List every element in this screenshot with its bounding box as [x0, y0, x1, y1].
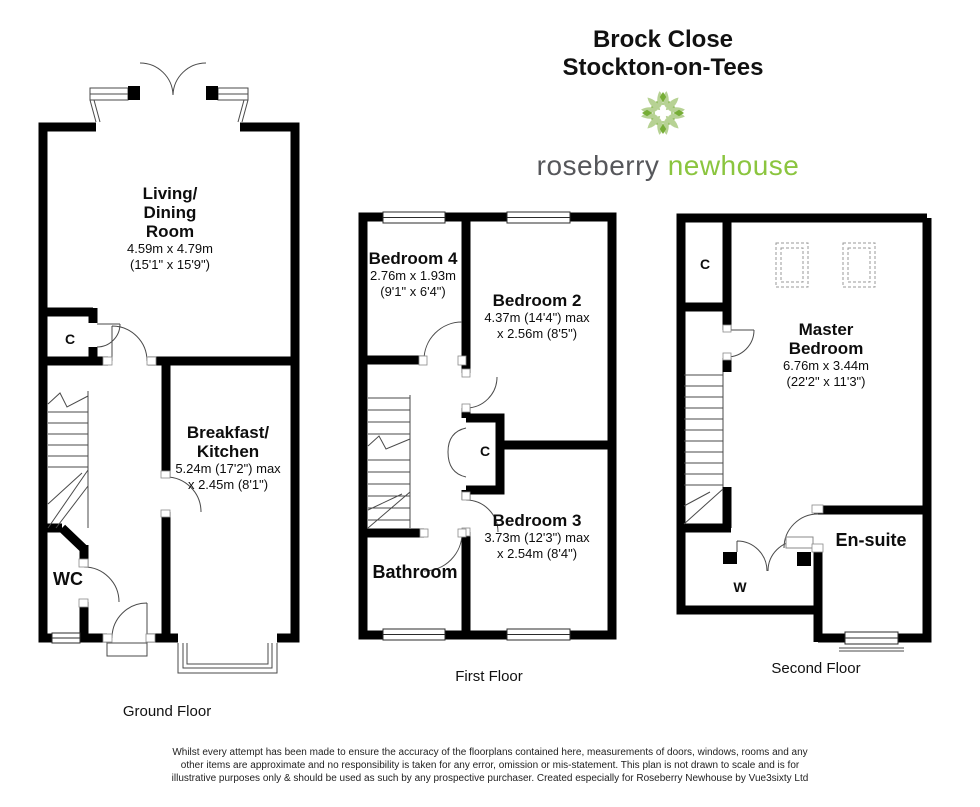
wall-stub — [723, 552, 737, 564]
ground-doors — [83, 323, 202, 657]
room-name-line: Dining — [143, 203, 197, 222]
door-leaf — [785, 536, 814, 549]
room-name-line: Bedroom 3 — [492, 511, 582, 530]
room-label-cupboard-first: C — [479, 443, 491, 459]
wc-door-icon — [83, 566, 120, 603]
ground-bay-window-top — [89, 62, 249, 123]
room-name-line: Room — [145, 222, 195, 241]
ground-windows — [51, 632, 278, 674]
room-name-line: Bedroom 2 — [492, 291, 582, 310]
second-walls — [676, 213, 932, 643]
room-name-line: Master — [798, 320, 854, 339]
room-label-bathroom: Bathroom — [372, 562, 458, 582]
room-dimension-line: 5.24m (17'2") max — [175, 461, 281, 476]
room-label-wc: WC — [53, 569, 83, 589]
room-label-breakfast-kitchen: Breakfast/ Kitchen 5.24m (17'2") max x 2… — [175, 423, 280, 492]
disclaimer-line: Whilst every attempt has been made to en… — [172, 747, 808, 758]
room-label-ensuite: En-suite — [835, 530, 907, 550]
room-name-line: Kitchen — [196, 442, 260, 461]
room-label-master-bedroom: Master Bedroom 6.76m x 3.44m (22'2" x 11… — [783, 320, 869, 389]
french-doors-icon — [139, 62, 207, 96]
second-door-jambs — [722, 324, 824, 553]
floor-label-ground: Ground Floor — [122, 703, 212, 720]
room-dimension-line: 6.76m x 3.44m — [783, 358, 869, 373]
ground-walls — [38, 122, 300, 643]
cupboard-bifold-doors-icon — [447, 427, 467, 478]
disclaimer-text: Whilst every attempt has been made to en… — [160, 746, 820, 785]
room-dimension-line: 4.59m x 4.79m — [127, 241, 213, 256]
entrance-step — [106, 642, 148, 657]
room-label-cupboard-second: C — [699, 256, 711, 272]
room-dimension-line: x 2.56m (8'5") — [496, 325, 578, 341]
page-title-line2: Stockton-on-Tees — [562, 54, 764, 81]
ensuite-door-icon — [783, 513, 819, 549]
floor-label-second: Second Floor — [771, 660, 861, 677]
first-doors — [423, 321, 499, 572]
room-dimension-line: 3.73m (12'3") max — [484, 530, 590, 545]
room-name-line: Breakfast/ — [186, 423, 270, 442]
brand-word-newhouse: newhouse — [667, 150, 800, 181]
room-dimension-line: x 2.45m (8'1") — [187, 476, 269, 492]
entrance-door-icon — [111, 602, 148, 639]
bedroom3-door-icon — [465, 499, 499, 533]
first-door-jambs — [418, 355, 471, 538]
room-name-line: Bedroom — [788, 339, 864, 358]
kitchen-bay-window-icon — [177, 643, 278, 674]
room-name-line: Living/ — [142, 184, 198, 203]
room-dimension-line: (22'2" x 11'3") — [786, 373, 866, 389]
room-dimension-line: (15'1" x 15'9") — [130, 256, 210, 272]
brand-wordmark: roseberry newhouse — [537, 150, 800, 182]
room-label-cupboard-ground: C — [64, 331, 76, 347]
second-stairs-icon — [683, 372, 724, 525]
room-dimension-line: (9'1" x 6'4") — [380, 283, 446, 299]
room-dimension-line: 2.76m x 1.93m — [369, 268, 456, 283]
page-title-line1: Brock Close — [592, 26, 734, 53]
ground-floor-plan — [38, 62, 300, 674]
second-doors — [726, 329, 819, 572]
disclaimer-line: other items are approximate and no respo… — [180, 760, 800, 771]
room-dimension-line: x 2.54m (8'4") — [496, 545, 578, 561]
first-windows — [382, 211, 571, 641]
second-windows — [839, 631, 904, 652]
room-label-bedroom2: Bedroom 2 4.37m (14'4") max x 2.56m (8'5… — [484, 291, 589, 341]
room-label-bedroom4: Bedroom 4 2.76m x 1.93m (9'1" x 6'4") — [369, 249, 458, 299]
first-stairs-icon — [367, 395, 411, 529]
room-name-line: Bedroom 4 — [368, 249, 458, 268]
ground-door-jambs — [78, 356, 171, 643]
hall-door-icon — [111, 325, 148, 362]
cupboard-door-icon — [96, 323, 121, 348]
ground-stairs-icon — [47, 391, 89, 529]
room-label-bedroom3: Bedroom 3 3.73m (12'3") max x 2.54m (8'4… — [484, 511, 589, 561]
room-label-living-dining: Living/ Dining Room 4.59m x 4.79m (15'1"… — [127, 184, 213, 272]
door-post — [206, 86, 218, 100]
skylight-icons — [775, 242, 876, 288]
roseberry-newhouse-logo-icon — [638, 88, 688, 138]
bedroom4-door-icon — [423, 321, 463, 361]
second-floor-plan — [676, 213, 932, 652]
bedroom2-door-icon — [465, 376, 498, 409]
room-dimension-line: 4.37m (14'4") max — [484, 310, 590, 325]
door-post — [128, 86, 140, 100]
floor-label-first: First Floor — [455, 668, 523, 685]
kitchen-door-icon — [165, 476, 202, 513]
disclaimer-line: illustrative purposes only & should be u… — [171, 773, 809, 784]
bathroom-door-icon — [423, 532, 463, 572]
wall-stub — [797, 552, 811, 566]
brand-word-roseberry: roseberry — [536, 150, 660, 181]
first-floor-plan — [358, 211, 617, 641]
room-label-wardrobe: W — [733, 579, 747, 595]
